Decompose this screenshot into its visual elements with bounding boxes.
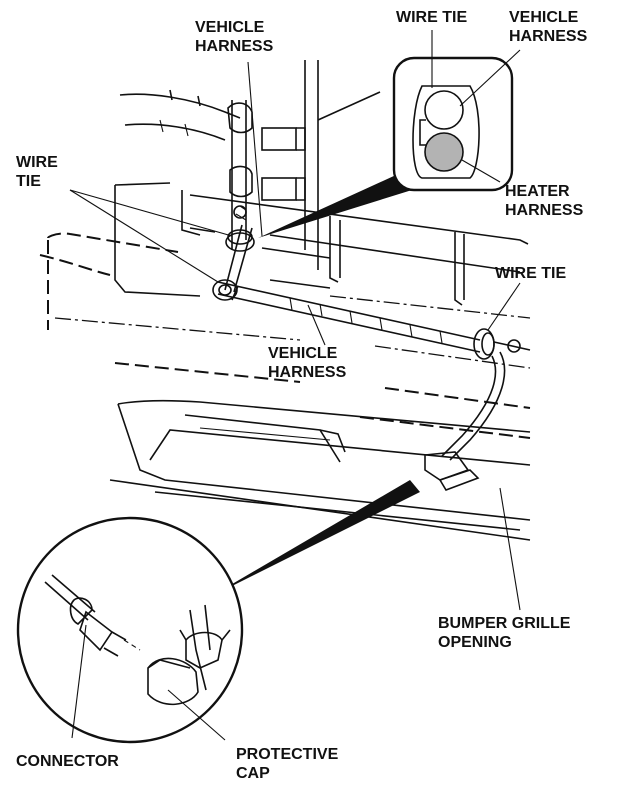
- label-line: PROTECTIVE: [236, 746, 339, 763]
- label-wire-tie-left: WIRE TIE: [16, 153, 58, 191]
- label-wire-tie-right: WIRE TIE: [495, 264, 566, 283]
- label-line: HARNESS: [268, 364, 347, 381]
- label-line: OPENING: [438, 634, 512, 651]
- label-line: HARNESS: [195, 38, 274, 55]
- label-line: VEHICLE: [509, 9, 579, 26]
- label-line: TIE: [16, 173, 41, 190]
- label-bumper-grille-opening: BUMPER GRILLE OPENING: [438, 614, 570, 652]
- engine-bay-structure: [39, 60, 531, 541]
- label-line: WIRE TIE: [396, 9, 468, 26]
- label-line: HARNESS: [505, 202, 584, 219]
- label-vehicle-harness-inset: VEHICLE HARNESS: [509, 8, 587, 46]
- label-connector: CONNECTOR: [16, 752, 119, 771]
- leader-lines: [69, 30, 521, 741]
- label-line: HARNESS: [509, 28, 588, 45]
- label-protective-cap: PROTECTIVE CAP: [236, 745, 338, 783]
- label-line: BUMPER GRILLE: [438, 615, 571, 632]
- label-line: WIRE: [16, 154, 58, 171]
- label-heater-harness: HEATER HARNESS: [505, 182, 583, 220]
- harness-crosssection-inset: [258, 56, 514, 238]
- label-wire-tie-inset: WIRE TIE: [396, 8, 467, 27]
- label-line: CONNECTOR: [16, 753, 119, 770]
- vehicle-harness-run: [212, 224, 531, 491]
- label-line: CAP: [236, 765, 270, 782]
- label-line: VEHICLE: [268, 345, 338, 362]
- label-line: VEHICLE: [195, 19, 265, 36]
- label-line: HEATER: [505, 183, 570, 200]
- label-vehicle-harness-top: VEHICLE HARNESS: [195, 18, 273, 56]
- label-vehicle-harness-mid: VEHICLE HARNESS: [268, 344, 346, 382]
- label-line: WIRE TIE: [495, 265, 567, 282]
- connector-detail-inset: [16, 480, 420, 744]
